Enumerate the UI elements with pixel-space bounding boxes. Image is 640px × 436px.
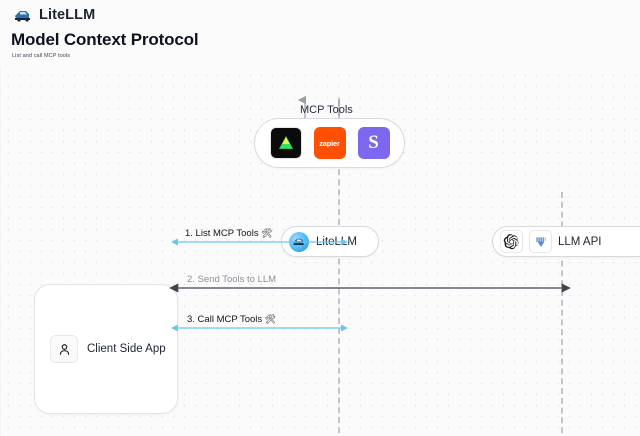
message-1-label: 1. List MCP Tools 🛠 [185, 228, 273, 239]
message-3-label: 3. Call MCP Tools 🛠 [187, 314, 277, 325]
diagram-canvas: MCP Tools zapier S LiteLLM [0, 66, 640, 436]
node-llm-api[interactable]: LLM API [492, 226, 640, 257]
message-3-arrow [171, 324, 348, 332]
message-2-label: 2. Send Tools to LLM [187, 274, 277, 285]
brand-name: LiteLLM [39, 7, 96, 23]
brand: LiteLLM [13, 7, 95, 23]
message-2-arrow [169, 283, 571, 293]
node-client-label: Client Side App [87, 343, 166, 355]
page-title: Model Context Protocol [11, 30, 199, 49]
node-llm-api-label: LLM API [558, 235, 602, 248]
client-inner: Client Side App [50, 335, 166, 363]
mcp-tools-title: MCP Tools [300, 104, 353, 116]
openai-icon [500, 230, 523, 253]
zapier-icon[interactable]: zapier [313, 127, 346, 159]
node-client-side-app[interactable]: Client Side App [34, 284, 178, 414]
message-1-arrow [171, 238, 348, 246]
page-subtitle: List and call MCP tools [12, 53, 71, 59]
hammer-wrench-icon: 🛠 [261, 229, 273, 239]
lifeline-llm-api [561, 192, 563, 436]
gemini-icon [529, 230, 552, 253]
user-icon [50, 335, 78, 363]
mcp-tools-group[interactable]: zapier S [254, 118, 405, 168]
litellm-logo-icon [13, 7, 33, 23]
lifeline-litellm [338, 100, 340, 436]
hammer-wrench-icon: 🛠 [264, 315, 277, 325]
canvas-left-edge [0, 66, 1, 436]
green-triangle-icon[interactable] [269, 127, 302, 159]
slack-s-icon[interactable]: S [357, 127, 390, 159]
